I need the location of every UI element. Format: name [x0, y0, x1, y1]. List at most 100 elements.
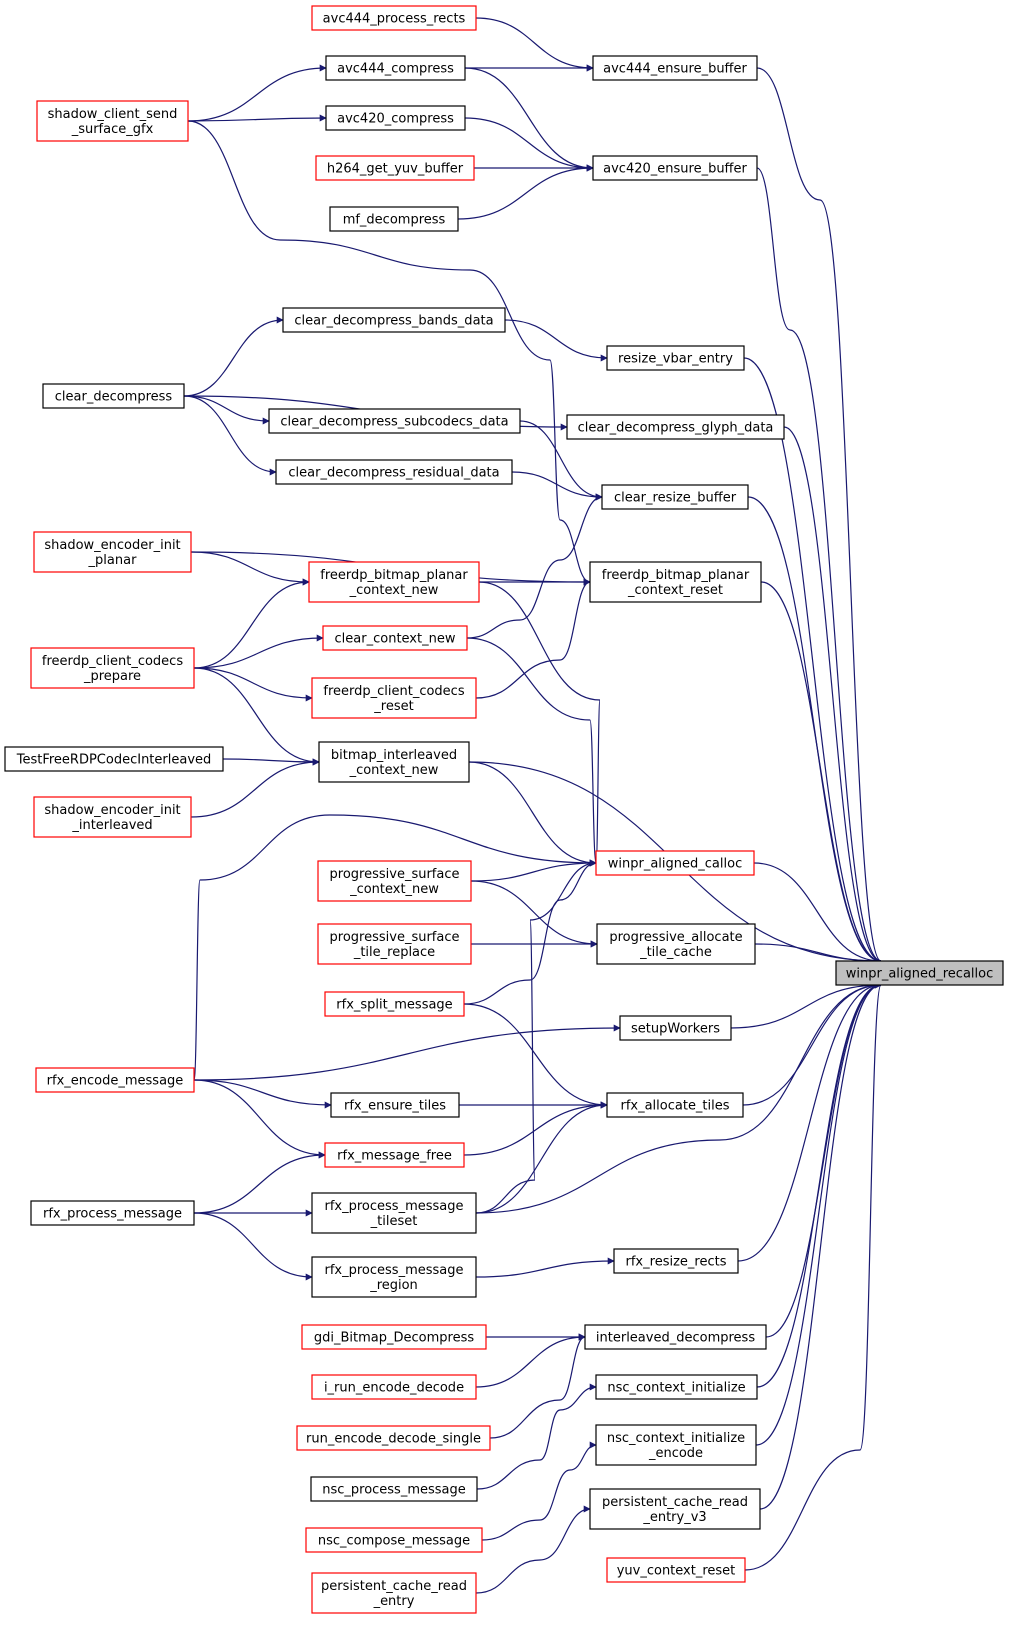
node-gdi_Bitmap_Decompress[interactable]: gdi_Bitmap_Decompress — [301, 1324, 487, 1350]
node-label-line: yuv_context_reset — [617, 1564, 736, 1579]
node-resize_vbar_entry[interactable]: resize_vbar_entry — [606, 345, 745, 371]
node-winpr_aligned_recalloc[interactable]: winpr_aligned_recalloc — [835, 960, 1004, 986]
node-rfx_encode_message[interactable]: rfx_encode_message — [35, 1067, 195, 1093]
node-run_encode_decode_single[interactable]: run_encode_decode_single — [296, 1425, 491, 1451]
node-freerdp_bitmap_planar_context_new[interactable]: freerdp_bitmap_planar_context_new — [308, 561, 480, 603]
node-shadow_client_send_surface_gfx[interactable]: shadow_client_send_surface_gfx — [36, 100, 189, 142]
node-box — [835, 960, 1004, 986]
edge-winpr_aligned_calloc-to-winpr_aligned_recalloc — [753, 862, 882, 965]
node-bitmap_interleaved_context_new[interactable]: bitmap_interleaved_context_new — [318, 741, 470, 783]
node-box — [275, 459, 513, 485]
node-avc444_compress[interactable]: avc444_compress — [325, 55, 466, 81]
node-i_run_encode_decode[interactable]: i_run_encode_decode — [311, 1374, 477, 1400]
node-box — [324, 991, 465, 1017]
node-h264_get_yuv_buffer[interactable]: h264_get_yuv_buffer — [315, 155, 475, 181]
node-label-line: nsc_context_initialize — [607, 1431, 745, 1446]
node-label-line: _encode — [648, 1446, 703, 1461]
node-rfx_process_message_tileset[interactable]: rfx_process_message_tileset — [311, 1192, 477, 1234]
node-clear_decompress_subcodecs_data[interactable]: clear_decompress_subcodecs_data — [268, 408, 521, 434]
node-label-line: freerdp_client_codecs — [42, 654, 183, 669]
node-label-line: avc444_process_rects — [323, 12, 466, 27]
node-box — [592, 155, 758, 181]
edge-clear_decompress_glyph_data-to-winpr_aligned_recalloc — [783, 426, 882, 965]
node-yuv_context_reset[interactable]: yuv_context_reset — [606, 1557, 746, 1583]
node-freerdp_bitmap_planar_context_reset[interactable]: freerdp_bitmap_planar_context_reset — [589, 561, 762, 603]
node-clear_decompress_residual_data[interactable]: clear_decompress_residual_data — [275, 459, 513, 485]
node-label-line: clear_resize_buffer — [614, 491, 737, 506]
node-label-line: progressive_surface — [330, 930, 460, 945]
node-rfx_allocate_tiles[interactable]: rfx_allocate_tiles — [606, 1092, 744, 1118]
node-rfx_message_free[interactable]: rfx_message_free — [324, 1142, 465, 1168]
node-label-line: _context_new — [349, 882, 439, 897]
node-nsc_context_initialize[interactable]: nsc_context_initialize — [595, 1374, 758, 1400]
node-label-line: _reset — [373, 699, 413, 714]
node-avc420_compress[interactable]: avc420_compress — [325, 105, 466, 131]
node-box — [305, 1527, 483, 1553]
edge-rfx_split_message-to-rfx_allocate_tiles — [463, 1003, 608, 1109]
node-label-line: _surface_gfx — [71, 122, 154, 137]
node-mf_decompress[interactable]: mf_decompress — [329, 206, 459, 232]
edge-rfx_process_message_tileset-to-winpr_aligned_recalloc — [475, 981, 882, 1214]
edge-nsc_context_initialize_encode-to-winpr_aligned_recalloc — [755, 981, 882, 1446]
node-persistent_cache_read_entry[interactable]: persistent_cache_read_entry — [311, 1572, 477, 1614]
node-box — [322, 625, 468, 651]
node-nsc_compose_message[interactable]: nsc_compose_message — [305, 1527, 483, 1553]
node-box — [566, 414, 785, 440]
node-rfx_process_message[interactable]: rfx_process_message — [30, 1200, 195, 1226]
node-persistent_cache_read_entry_v3[interactable]: persistent_cache_read_entry_v3 — [589, 1488, 761, 1530]
node-shadow_encoder_init_interleaved[interactable]: shadow_encoder_init_interleaved — [33, 796, 192, 838]
nodes-layer: avc444_process_rects avc444_compressshado… — [4, 5, 1004, 1614]
edge-freerdp_client_codecs_reset-to-freerdp_bitmap_planar_context_reset — [475, 578, 591, 699]
node-progressive_allocate_tile_cache[interactable]: progressive_allocate_tile_cache — [596, 923, 756, 965]
node-TestFreeRDPCodecInterleaved[interactable]: TestFreeRDPCodecInterleaved — [4, 746, 224, 772]
node-nsc_process_message[interactable]: nsc_process_message — [310, 1476, 478, 1502]
edge-freerdp_client_codecs_prepare-to-clear_context_new — [193, 634, 324, 669]
edge-clear_decompress-to-clear_decompress_subcodecs_data — [183, 395, 270, 425]
node-label-line: freerdp_client_codecs — [323, 684, 464, 699]
node-clear_resize_buffer[interactable]: clear_resize_buffer — [601, 484, 749, 510]
node-rfx_ensure_tiles[interactable]: rfx_ensure_tiles — [330, 1092, 460, 1118]
node-avc444_ensure_buffer[interactable]: avc444_ensure_buffer — [592, 55, 758, 81]
edge-clear_context_new-to-winpr_aligned_calloc — [466, 637, 597, 867]
node-clear_context_new[interactable]: clear_context_new — [322, 625, 468, 651]
node-box — [315, 155, 475, 181]
node-freerdp_client_codecs_reset[interactable]: freerdp_client_codecs_reset — [311, 677, 477, 719]
node-progressive_surface_context_new[interactable]: progressive_surface_context_new — [317, 860, 472, 902]
node-shadow_encoder_init_planar[interactable]: shadow_encoder_init_planar — [33, 531, 192, 573]
edges-layer — [183, 17, 882, 1594]
edge-shadow_client_send_surface_gfx-to-avc444_compress — [187, 64, 327, 122]
edge-persistent_cache_read_entry-to-persistent_cache_read_entry_v3 — [475, 1505, 591, 1594]
node-interleaved_decompress[interactable]: interleaved_decompress — [584, 1324, 767, 1350]
node-label-line: _tileset — [370, 1214, 418, 1229]
node-label-line: _context_new — [349, 583, 439, 598]
node-label-line: TestFreeRDPCodecInterleaved — [16, 753, 212, 768]
node-clear_decompress_glyph_data[interactable]: clear_decompress_glyph_data — [566, 414, 785, 440]
node-nsc_context_initialize_encode[interactable]: nsc_context_initialize_encode — [595, 1424, 757, 1466]
node-winpr_aligned_calloc[interactable]: winpr_aligned_calloc — [595, 850, 755, 876]
edge-nsc_compose_message-to-nsc_context_initialize_encode — [481, 1441, 597, 1541]
node-label-line: winpr_aligned_recalloc — [846, 967, 994, 982]
node-setupWorkers[interactable]: setupWorkers — [619, 1015, 732, 1041]
edge-progressive_surface_context_new-to-winpr_aligned_calloc — [470, 859, 597, 882]
node-clear_decompress_bands_data[interactable]: clear_decompress_bands_data — [282, 307, 506, 333]
node-box — [589, 561, 762, 603]
node-rfx_resize_rects[interactable]: rfx_resize_rects — [613, 1248, 739, 1274]
node-label-line: _planar — [88, 553, 138, 568]
node-box — [606, 1092, 744, 1118]
node-box — [268, 408, 521, 434]
node-progressive_surface_tile_replace[interactable]: progressive_surface_tile_replace — [317, 923, 472, 965]
node-rfx_process_message_region[interactable]: rfx_process_message_region — [311, 1256, 477, 1298]
node-box — [589, 1488, 761, 1530]
edge-rfx_encode_message-to-winpr_aligned_calloc — [193, 814, 597, 1081]
node-label-line: rfx_split_message — [336, 998, 452, 1013]
node-avc444_process_rects[interactable]: avc444_process_rects — [311, 5, 477, 31]
node-label-line: freerdp_bitmap_planar — [320, 568, 468, 583]
node-box — [33, 531, 192, 573]
node-freerdp_client_codecs_prepare[interactable]: freerdp_client_codecs_prepare — [30, 647, 195, 689]
node-rfx_split_message[interactable]: rfx_split_message — [324, 991, 465, 1017]
edge-clear_decompress_residual_data-to-clear_resize_buffer — [511, 471, 603, 501]
node-avc420_ensure_buffer[interactable]: avc420_ensure_buffer — [592, 155, 758, 181]
edge-rfx_message_free-to-rfx_allocate_tiles — [463, 1101, 608, 1156]
node-clear_decompress[interactable]: clear_decompress — [42, 383, 185, 409]
node-label-line: avc420_compress — [337, 112, 454, 127]
